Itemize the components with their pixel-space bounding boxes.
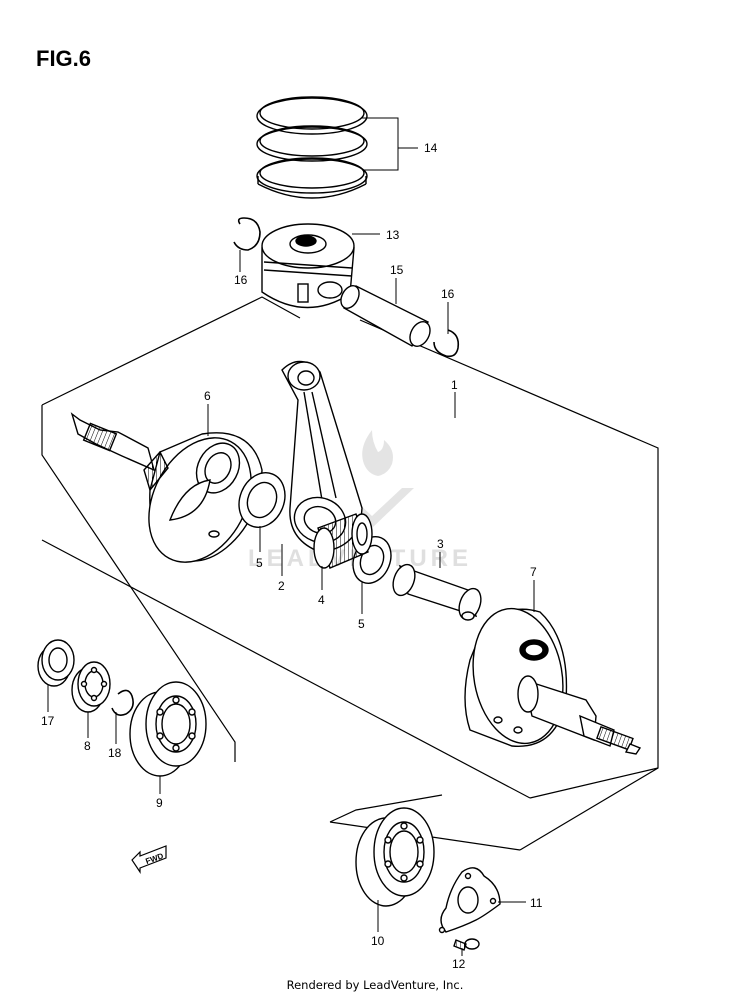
callout-9: 9 [156, 796, 163, 810]
crankshaft-assembly-outline [41, 296, 659, 851]
callout-3: 3 [437, 537, 444, 551]
small-bearing [71, 661, 111, 713]
callout-14: 14 [424, 141, 438, 155]
callout-13: 13 [386, 228, 400, 242]
main-bearing-left [129, 681, 207, 777]
callout-8: 8 [84, 739, 91, 753]
callout-18: 18 [108, 746, 122, 760]
forward-direction-arrow: FWD [131, 845, 167, 874]
callout-16-right: 16 [441, 287, 455, 301]
piston-rings [256, 96, 368, 199]
thrust-washer-upper [238, 472, 286, 528]
circlip-right [433, 329, 460, 358]
callout-2: 2 [278, 579, 285, 593]
callout-5-lower: 5 [358, 617, 365, 631]
piston [261, 223, 355, 309]
piston-pin [340, 285, 431, 347]
callout-11: 11 [530, 896, 543, 910]
footer-credit: Rendered by LeadVenture, Inc. [286, 978, 464, 992]
callout-4: 4 [318, 593, 325, 607]
leader-lines [47, 117, 535, 956]
figure-title: FIG.6 [36, 46, 92, 71]
snap-ring [111, 689, 134, 716]
callout-16-left: 16 [234, 273, 248, 287]
callout-12: 12 [452, 957, 466, 971]
screw [453, 938, 480, 951]
callout-6: 6 [204, 389, 211, 403]
crank-half-right [464, 607, 642, 755]
main-bearing-right [355, 807, 435, 907]
bearing-retainer-plate [438, 867, 501, 934]
callout-17: 17 [41, 714, 55, 728]
callout-1: 1 [451, 378, 458, 392]
callout-7: 7 [530, 565, 537, 579]
needle-bearing [313, 513, 373, 569]
callout-15: 15 [390, 263, 404, 277]
circlip-left [233, 217, 261, 251]
crank-pin [392, 563, 482, 621]
callout-10: 10 [371, 934, 385, 948]
callout-5-upper: 5 [256, 556, 263, 570]
crank-half-left [70, 412, 263, 563]
oil-seal [37, 639, 75, 687]
